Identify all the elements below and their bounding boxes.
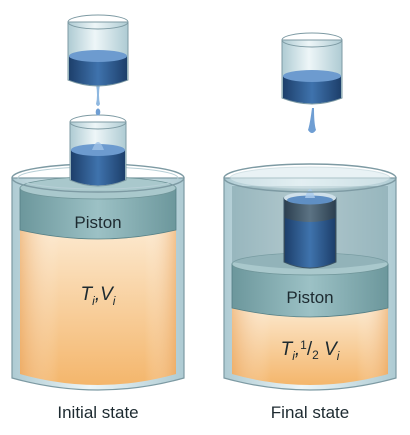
right-gas-shading [232,306,388,385]
left-state-t: T [81,284,94,305]
left-state-t-sub: i [92,294,95,308]
left-state-label: Ti,Vi [81,284,116,308]
left-water-stream [96,84,100,106]
right-fraction-num: 1 [300,338,307,352]
right-cylinder-rim [223,163,397,193]
right-fraction-den: 2 [312,348,319,362]
right-upper-beaker [281,32,343,105]
left-state-v-sub: i [113,294,116,308]
initial-state-diagram: Piston Ti,Vi Initial state [11,14,185,422]
right-state-t: T [281,339,294,360]
right-state-comma: , [295,339,300,360]
right-caption: Final state [271,403,349,422]
left-caption: Initial state [57,403,138,422]
right-state-t-sub: i [292,349,295,363]
left-upper-beaker [67,14,129,87]
left-piston-label: Piston [74,213,121,232]
final-state-diagram: Piston Ti,1/2 Vi Final state [223,32,397,422]
right-piston-label: Piston [286,288,333,307]
left-state-v: ,V [95,284,115,305]
left-piston [19,187,177,240]
left-gas-shading [20,228,176,385]
right-state-label: Ti,1/2 Vi [281,338,340,363]
right-cylinder-inner-rim [229,166,391,190]
right-state-v-sub: i [337,349,340,363]
right-state-v: V [319,339,339,360]
right-lower-beaker [283,189,337,269]
right-water-drip [308,108,316,133]
right-piston [231,263,389,318]
left-water-drop [95,108,101,116]
right-fraction-slash: / [307,339,313,360]
left-lower-beaker [69,114,127,187]
